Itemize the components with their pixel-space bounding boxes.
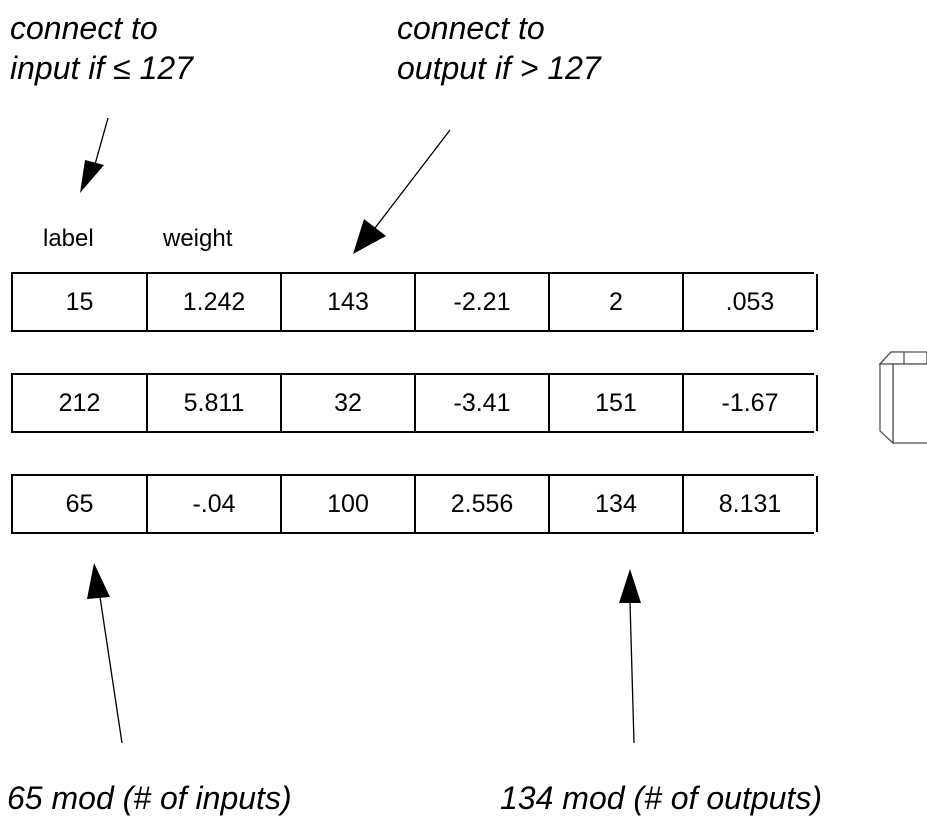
callout-connect-input-line1: connect to: [10, 10, 158, 46]
cell-weight: .053: [684, 274, 818, 330]
cell-weight: 2.556: [416, 476, 550, 532]
cell-label: 65: [13, 476, 148, 532]
genome-row-2: 212 5.811 32 -3.41 151 -1.67: [11, 373, 818, 433]
cell-weight: -3.41: [416, 375, 550, 431]
callout-connect-output-line2: output if > 127: [397, 50, 601, 86]
cell-label: 15: [13, 274, 148, 330]
arrow-to-input-line: [93, 117, 109, 169]
cell-weight: 5.811: [148, 375, 282, 431]
arrow-to-input-head: [80, 160, 104, 193]
callout-connect-input: connect to input if ≤ 127: [10, 8, 193, 88]
caption-outputs-mod: 134 mod (# of outputs): [500, 780, 822, 816]
cell-label: 151: [550, 375, 684, 431]
cell-label: 143: [282, 274, 416, 330]
box-icon: [878, 351, 927, 445]
callout-connect-input-line2: input if ≤ 127: [10, 50, 194, 86]
arrow-from-inputs-line: [99, 596, 123, 744]
callout-connect-output: connect to output if > 127: [397, 8, 601, 88]
arrow-from-outputs-head: [619, 569, 641, 603]
cell-weight: -2.21: [416, 274, 550, 330]
cell-weight: -.04: [148, 476, 282, 532]
header-label: label: [43, 225, 94, 252]
cell-label: 2: [550, 274, 684, 330]
arrow-from-outputs-line: [629, 601, 635, 744]
arrow-to-output-line: [374, 129, 451, 229]
callout-connect-output-line1: connect to: [397, 10, 545, 46]
cell-weight: -1.67: [684, 375, 818, 431]
cell-label: 100: [282, 476, 416, 532]
genome-row-1: 15 1.242 143 -2.21 2 .053: [11, 272, 818, 332]
cell-label: 32: [282, 375, 416, 431]
caption-inputs-mod: 65 mod (# of inputs): [7, 780, 292, 816]
arrow-from-inputs-head: [87, 563, 110, 599]
cell-weight: 1.242: [148, 274, 282, 330]
cell-label: 212: [13, 375, 148, 431]
cell-weight: 8.131: [684, 476, 818, 532]
cell-label: 134: [550, 476, 684, 532]
genome-row-3: 65 -.04 100 2.556 134 8.131: [11, 474, 818, 534]
arrow-to-output-head: [353, 219, 386, 254]
header-weight: weight: [163, 225, 233, 252]
